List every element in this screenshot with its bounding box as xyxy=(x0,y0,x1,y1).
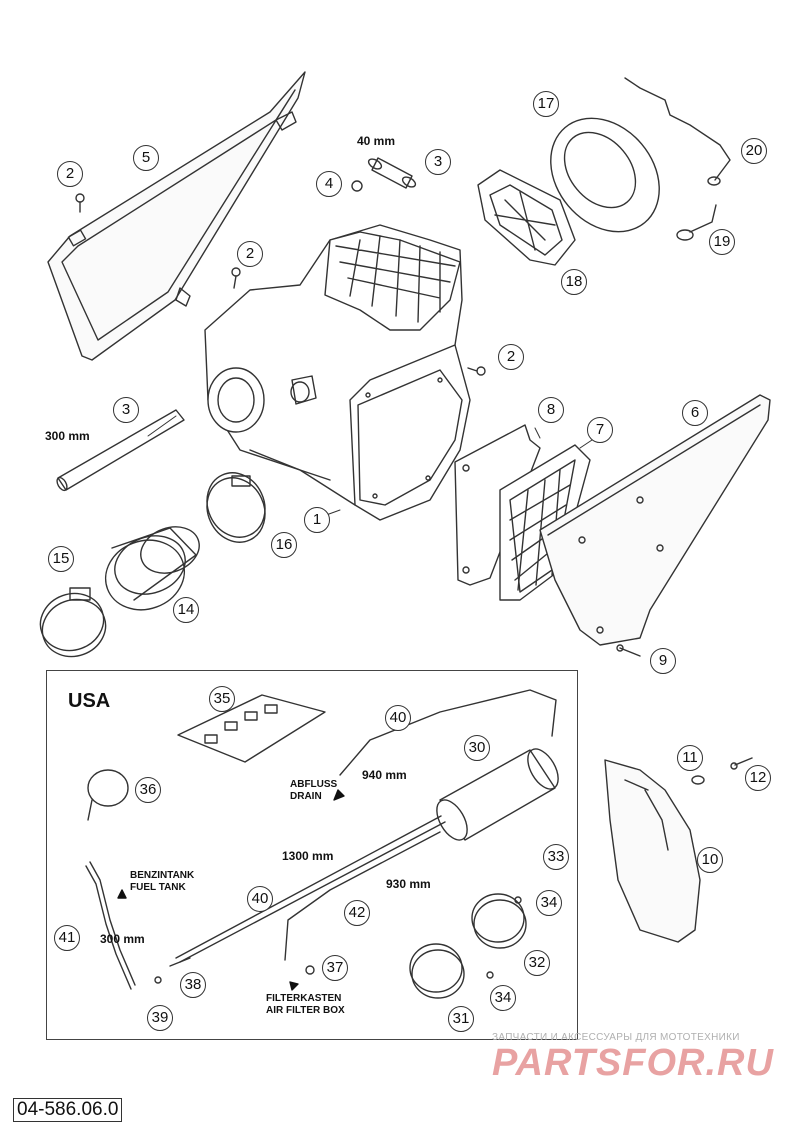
label-930mm: 930 mm xyxy=(386,877,431,891)
callout-part-2-a[interactable]: 2 xyxy=(57,161,83,187)
part-31-hose-clamp xyxy=(409,943,465,999)
label-940mm: 940 mm xyxy=(362,768,407,782)
callout-part-19[interactable]: 19 xyxy=(709,229,735,255)
usa-title: USA xyxy=(68,690,111,712)
callout-part-3-b[interactable]: 3 xyxy=(113,397,139,423)
part-34-screws xyxy=(486,896,522,979)
hose-lines xyxy=(85,689,557,990)
callout-part-6[interactable]: 6 xyxy=(682,400,708,426)
callout-part-17[interactable]: 17 xyxy=(533,91,559,117)
callout-part-15[interactable]: 15 xyxy=(48,546,74,572)
part-3-long-hose xyxy=(56,409,185,492)
callout-part-42[interactable]: 42 xyxy=(344,900,370,926)
arrows xyxy=(117,789,345,991)
label-1300mm: 1300 mm xyxy=(282,849,334,863)
callout-part-34-a[interactable]: 34 xyxy=(536,890,562,916)
part-12-screw xyxy=(730,757,753,770)
callout-part-31[interactable]: 31 xyxy=(448,1006,474,1032)
part-14-rubber-sleeve xyxy=(104,526,200,611)
callout-part-18[interactable]: 18 xyxy=(561,269,587,295)
usa-variant-box xyxy=(46,670,578,1040)
part-20-wire-clip xyxy=(624,77,731,186)
part-19-pin xyxy=(676,204,717,241)
part-18-filter-cage xyxy=(477,169,576,266)
part-5-left-side-cover xyxy=(47,71,306,361)
callout-part-5[interactable]: 5 xyxy=(133,145,159,171)
callout-part-38[interactable]: 38 xyxy=(180,972,206,998)
diagram-part-number: 04-586.06.0 xyxy=(13,1098,123,1122)
part-10-mud-flap xyxy=(604,759,701,943)
callout-part-41[interactable]: 41 xyxy=(54,925,80,951)
part-2-screws xyxy=(75,193,486,376)
label-40mm: 40 mm xyxy=(357,134,396,148)
watermark-text: ЗАПЧАСТИ И АКСЕССУАРЫ ДЛЯ МОТОТЕХНИКИ xyxy=(492,1032,740,1043)
part-17-air-filter xyxy=(550,117,660,233)
callout-part-11[interactable]: 11 xyxy=(677,745,703,771)
part-3-short-hose xyxy=(367,157,417,189)
label-fuel-tank: FUEL TANK xyxy=(130,882,186,893)
callout-part-9[interactable]: 9 xyxy=(650,648,676,674)
callout-part-37[interactable]: 37 xyxy=(322,955,348,981)
callout-part-33[interactable]: 33 xyxy=(543,844,569,870)
callout-part-16[interactable]: 16 xyxy=(271,532,297,558)
callout-part-36[interactable]: 36 xyxy=(135,777,161,803)
callout-part-32[interactable]: 32 xyxy=(524,950,550,976)
callout-part-7[interactable]: 7 xyxy=(587,417,613,443)
callout-part-34-b[interactable]: 34 xyxy=(490,985,516,1011)
part-4-grommet xyxy=(351,180,363,192)
callout-part-2-b[interactable]: 2 xyxy=(237,241,263,267)
part-6-right-side-cover xyxy=(539,394,771,646)
callout-part-39[interactable]: 39 xyxy=(147,1005,173,1031)
callout-part-10[interactable]: 10 xyxy=(697,847,723,873)
callout-part-8[interactable]: 8 xyxy=(538,397,564,423)
part-30-fuel-filter xyxy=(436,748,559,841)
part-9-screw xyxy=(616,644,641,657)
part-16-hose-clamp xyxy=(206,472,266,543)
callout-part-40-a[interactable]: 40 xyxy=(385,705,411,731)
callout-part-40-b[interactable]: 40 xyxy=(247,886,273,912)
callout-part-14[interactable]: 14 xyxy=(173,597,199,623)
part-32-hose-clamp xyxy=(471,893,527,949)
watermark-logo: PARTSFOR.RU xyxy=(492,1042,774,1084)
label-drain: DRAIN xyxy=(290,791,322,802)
label-300mm-usa: 300 mm xyxy=(100,932,145,946)
callout-part-35[interactable]: 35 xyxy=(209,686,235,712)
label-benzintank: BENZINTANK xyxy=(130,870,195,881)
callout-part-1[interactable]: 1 xyxy=(304,507,330,533)
callout-part-12[interactable]: 12 xyxy=(745,765,771,791)
label-abfluss: ABFLUSS xyxy=(290,779,338,790)
part-11-washer xyxy=(691,775,705,785)
part-37-part-38-part-39-fittings xyxy=(154,957,315,984)
callout-part-20[interactable]: 20 xyxy=(741,138,767,164)
callout-part-2-c[interactable]: 2 xyxy=(498,344,524,370)
label-300mm-top: 300 mm xyxy=(45,429,90,443)
label-air-filter-box: AIR FILTER BOX xyxy=(266,1005,345,1016)
callout-part-4[interactable]: 4 xyxy=(316,171,342,197)
callout-part-30[interactable]: 30 xyxy=(464,735,490,761)
part-1-air-filter-box xyxy=(204,224,471,521)
part-35-bracket xyxy=(177,694,326,763)
part-36-cable-tie xyxy=(87,769,129,821)
label-filterkasten: FILTERKASTEN xyxy=(266,993,342,1004)
part-15-hose-clamp xyxy=(39,587,107,658)
callout-part-3-a[interactable]: 3 xyxy=(425,149,451,175)
